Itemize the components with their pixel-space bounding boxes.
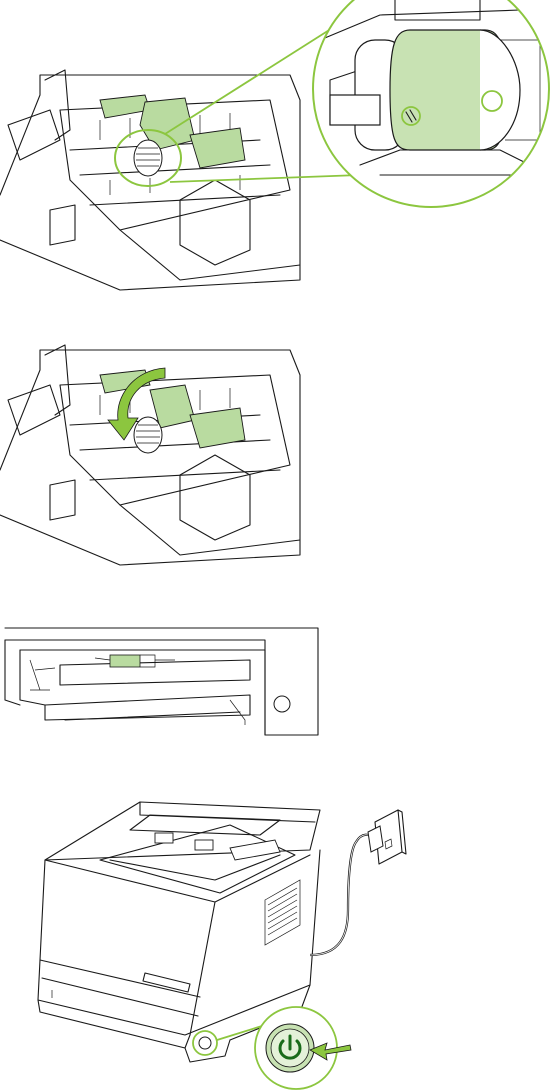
step1-pickup-roller-illustration [0, 0, 554, 300]
step3-front-door-illustration [0, 620, 554, 780]
printer-front-view [5, 628, 318, 735]
highlighted-roller-cover [100, 95, 245, 168]
power-callout-line [217, 1026, 262, 1040]
power-button-highlight [193, 1031, 217, 1055]
zoom-callout-circle [300, 0, 554, 220]
power-plug-icon [368, 810, 406, 864]
door-latch [274, 696, 290, 712]
pickup-roller-small [134, 417, 162, 453]
pickup-roller-small [134, 140, 162, 176]
step4-power-on-illustration [0, 780, 554, 1090]
step2-rotate-cover-illustration [0, 300, 554, 600]
